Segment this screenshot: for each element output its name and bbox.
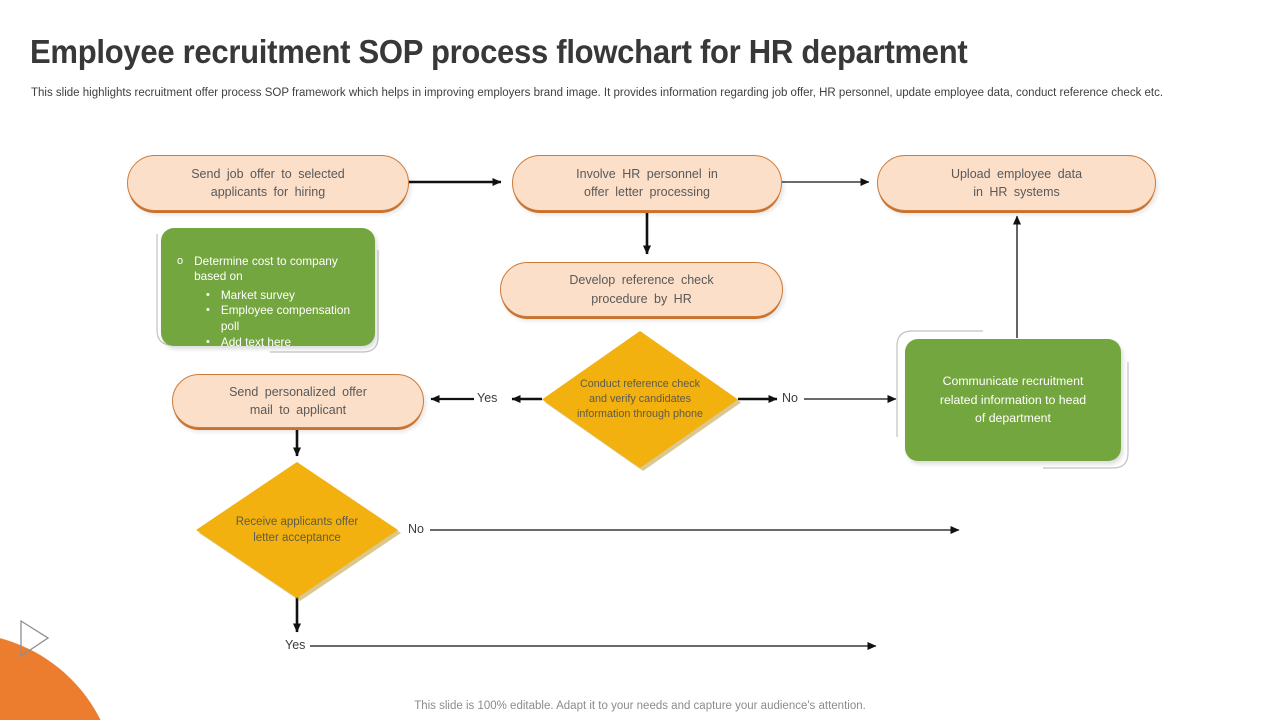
dot-bullet-icon: • — [206, 304, 210, 317]
note-bullet-text: Market survey — [220, 287, 295, 302]
flow-node-send-job-offer: Send job offer to selected applicants fo… — [127, 155, 409, 211]
note-bullet-item: • Employee compensation poll — [206, 303, 367, 334]
flow-node-communicate: Communicate recruitment related informat… — [905, 339, 1121, 461]
note-bullet-text: Add text here — [220, 334, 292, 349]
flow-decision-receive-acceptance: Receive applicants offer letter acceptan… — [196, 462, 398, 598]
flow-node-send-mail: Send personalized offer mail to applican… — [172, 374, 424, 428]
decision-text: Receive applicants offer letter acceptan… — [235, 515, 359, 544]
edge-label-no: No — [779, 391, 801, 405]
slide-subtitle: This slide highlights recruitment offer … — [31, 87, 1164, 99]
flow-node-involve-hr: Involve HR personnel in offer letter pro… — [512, 155, 782, 211]
flow-note-cost-to-company: o Determine cost to company based on • M… — [161, 228, 375, 349]
dot-bullet-icon: • — [206, 288, 210, 301]
flow-node-develop-check: Develop reference check procedure by HR — [500, 262, 783, 317]
edge-label-yes: Yes — [282, 638, 309, 652]
flow-node-upload-data: Upload employee data in HR systems — [877, 155, 1156, 211]
note-bullet-text: Employee compensation poll — [220, 303, 351, 334]
flow-decision-conduct-check: Conduct reference check and verify candi… — [542, 331, 738, 468]
note-heading-row: o Determine cost to company based on — [177, 254, 367, 285]
decision-diamond-shape: Conduct reference check and verify candi… — [542, 331, 738, 468]
decision-diamond-shape: Receive applicants offer letter acceptan… — [196, 462, 398, 598]
note-bullet-item: • Add text here — [206, 335, 367, 351]
note-bullet-item: • Market survey — [206, 288, 367, 304]
note-bullet-list: • Market survey • Employee compensation … — [177, 288, 367, 351]
edge-label-no: No — [405, 522, 427, 536]
slide-title: Employee recruitment SOP process flowcha… — [30, 33, 968, 70]
note-heading: Determine cost to company based on — [194, 254, 338, 284]
dot-bullet-icon: • — [206, 335, 210, 348]
decision-text: Conduct reference check and verify candi… — [576, 377, 704, 421]
slide-footer-note: This slide is 100% editable. Adapt it to… — [414, 700, 866, 712]
circle-bullet-icon: o — [177, 255, 184, 267]
edge-label-yes: Yes — [474, 391, 501, 405]
